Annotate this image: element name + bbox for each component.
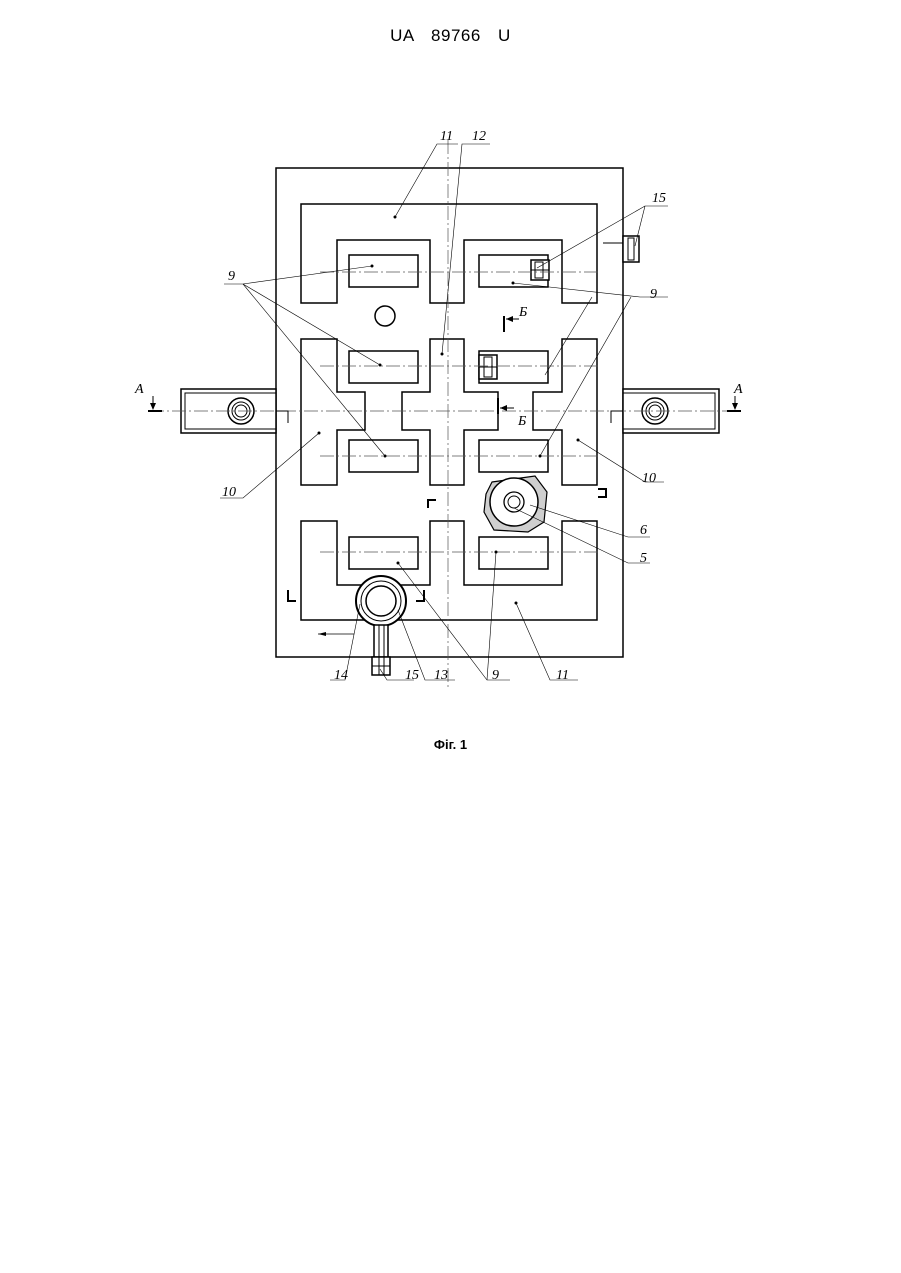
label-10-right: 10: [642, 471, 656, 486]
label-11-bottom: 11: [556, 668, 569, 683]
section-label-a-right: А: [733, 382, 743, 397]
hole-circle: [375, 306, 395, 326]
label-6: 6: [640, 523, 647, 538]
section-label-b-bottom: Б: [517, 414, 526, 429]
figure-caption: Фіг. 1: [0, 737, 901, 752]
section-label-a-left: А: [134, 382, 144, 397]
connector-middle: [479, 355, 497, 379]
label-10-left: 10: [222, 485, 236, 500]
label-15-bottom: 15: [405, 668, 419, 683]
label-15-right: 15: [652, 191, 666, 206]
label-5: 5: [640, 551, 647, 566]
label-9-left: 9: [228, 269, 235, 284]
label-9-right: 9: [650, 287, 657, 302]
label-14: 14: [334, 668, 348, 683]
section-label-b-top: Б: [518, 305, 527, 320]
mounting-unit: [484, 476, 547, 532]
label-12: 12: [472, 129, 486, 144]
label-9-bottom: 9: [492, 668, 499, 683]
label-11-top: 11: [440, 129, 453, 144]
label-13: 13: [434, 668, 448, 683]
